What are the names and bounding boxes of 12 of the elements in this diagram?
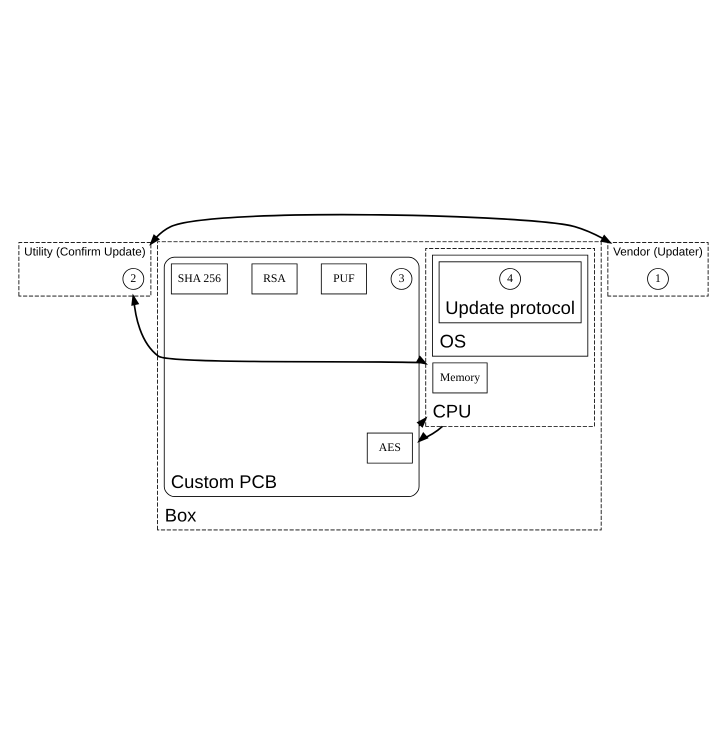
- node-box: AES: [366, 432, 413, 464]
- arrow: [417, 426, 443, 443]
- node-circle: 3: [390, 268, 412, 290]
- node-box: Memory: [432, 362, 488, 394]
- node-circle: 1: [647, 268, 669, 290]
- node-circle: 4: [499, 268, 521, 290]
- arrow: [149, 214, 612, 246]
- node-box: RSA: [252, 263, 298, 294]
- node-box: PUF: [320, 263, 367, 294]
- node-box: SHA 256: [170, 263, 228, 294]
- node-circle: 2: [122, 268, 144, 290]
- arrow: [131, 294, 428, 365]
